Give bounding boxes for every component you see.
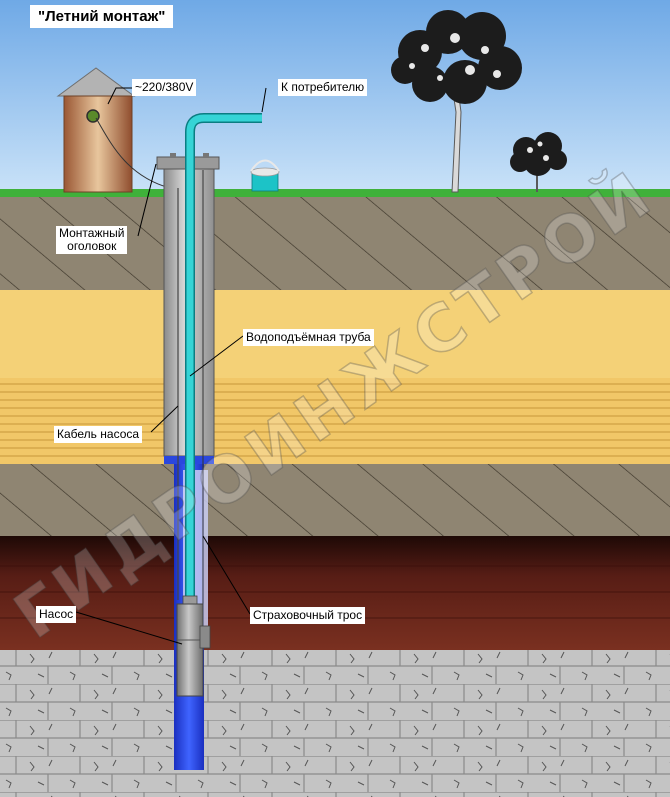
label-pump: Насос [36,606,77,623]
striped-sand-layer [0,378,670,464]
label-to-consumer: К потребителю [278,79,368,96]
clay-layer [0,464,670,536]
dark-clay-layer [0,536,670,650]
bush-icon [510,132,567,192]
label-wellhead: Монтажный оголовок [56,226,128,254]
electrical-booth [56,67,136,193]
tree-icon [391,10,522,193]
riser-pipe [185,113,262,596]
power-cable [95,117,171,189]
label-voltage: ~220/380V [132,79,197,96]
label-safety-rope: Страховочный трос [250,607,366,624]
diagram-title: "Летний монтаж" [30,5,174,28]
grass-strip [0,189,670,197]
label-riser-pipe: Водоподъёмная труба [243,329,374,346]
bucket-icon [250,159,280,192]
label-leaders [75,87,267,645]
label-pump-cable: Кабель насоса [54,426,143,443]
submersible-pump [176,595,211,697]
electric-outlet-icon [86,109,100,123]
limestone-layer [0,650,670,797]
